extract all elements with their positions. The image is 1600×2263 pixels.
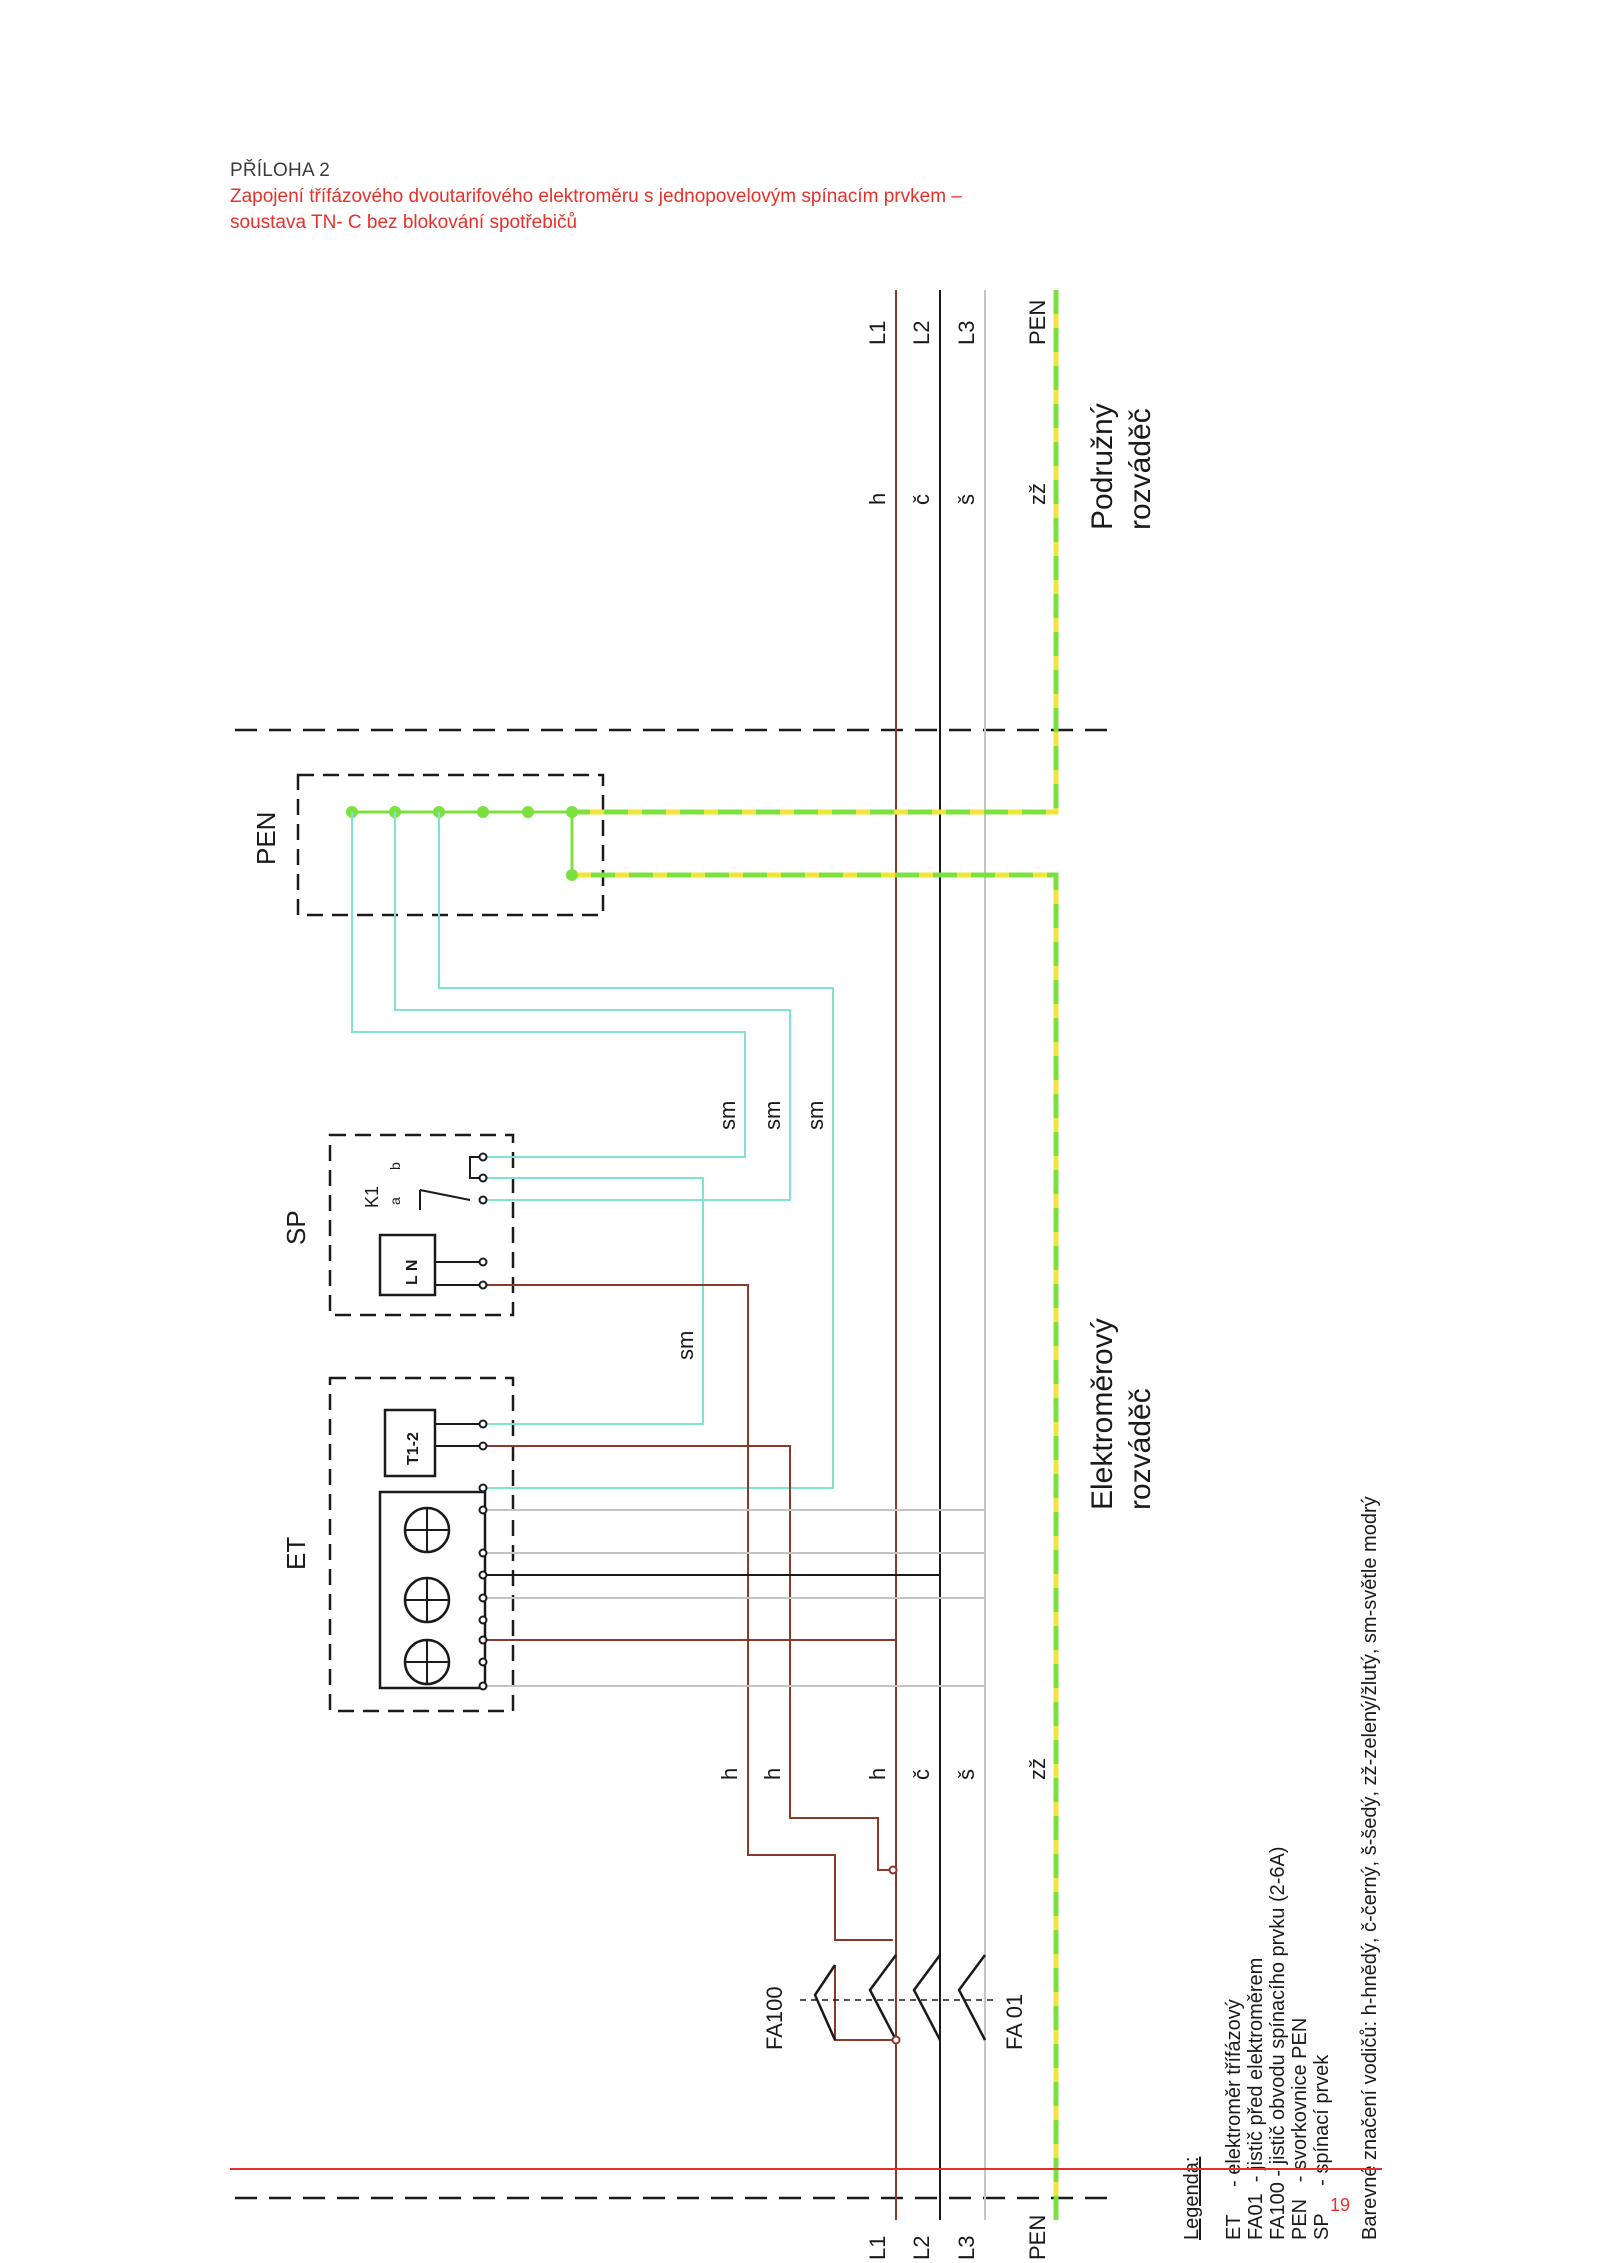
label-fa01: FA 01 — [1002, 1994, 1027, 2050]
legend-colors-note: Barevné značení vodičů: h-hnědý, č-černý… — [1359, 1496, 1381, 2240]
relay-contact — [469, 1156, 483, 1179]
pen-terminal-5 — [522, 806, 534, 818]
label-left-pen: PEN — [1025, 2215, 1050, 2260]
box-switching-element — [328, 1133, 515, 1317]
pen-terminal-7 — [566, 869, 578, 881]
wire-label-c-left: č — [909, 1769, 934, 1780]
wire-label-sm-4: sm — [673, 1331, 698, 1360]
footer-rule — [230, 2168, 1382, 2170]
page-number: 19 — [1330, 2195, 1351, 2215]
label-pen-box: PEN — [251, 812, 281, 865]
legend-item-2: FA01 - jistič před elektroměrem — [1245, 1958, 1267, 2240]
box-electricity-meter — [328, 1376, 515, 1713]
wire-label-zz-left: zž — [1025, 1758, 1050, 1780]
wire-label-h-right: h — [865, 493, 890, 505]
legend-title: Legenda: — [1181, 2157, 1203, 2240]
label-coil: L N — [404, 1260, 421, 1285]
rotated-labels: PEN SP ET K1 a b L N T1-2 FA100 FA 01 L1… — [251, 300, 1381, 2260]
wire-label-h-1: h — [717, 1768, 742, 1780]
appendix-label: PŘÍLOHA 2 — [230, 160, 331, 181]
meter-internals — [378, 1408, 488, 1691]
box-pen-terminal — [296, 773, 605, 917]
pen-terminal-block — [346, 806, 578, 881]
label-meter-switchboard-2: rozváděč — [1124, 1388, 1157, 1510]
grey-wires — [483, 1509, 985, 1687]
legend-item-4: PEN - svorkovnice PEN — [1289, 2018, 1311, 2240]
label-contact-a: a — [387, 1197, 403, 1205]
legend-item-3: FA100 - jistič obvodu spínacího prvku (2… — [1267, 1846, 1289, 2240]
wire-label-h-2: h — [760, 1768, 785, 1780]
label-right-l1: L1 — [865, 321, 890, 345]
label-tariff: T1-2 — [405, 1432, 422, 1465]
pen-line-upper — [572, 290, 1059, 815]
conductor-lines — [895, 290, 986, 2220]
label-sp-box: SP — [281, 1210, 311, 1245]
control-wires-sm — [351, 812, 834, 1489]
label-right-l2: L2 — [909, 321, 934, 345]
pen-terminal-6 — [566, 806, 578, 818]
label-left-l2: L2 — [909, 2236, 934, 2260]
pen-line-lower — [572, 872, 1059, 2220]
pen-terminal-4 — [477, 806, 489, 818]
label-meter-switchboard-1: Elektroměrový — [1086, 1318, 1119, 1510]
label-right-pen: PEN — [1025, 300, 1050, 345]
legend-item-5: SP - spínací prvek — [1311, 2054, 1333, 2240]
wire-label-s-right: š — [954, 494, 979, 505]
wire-label-sm-2: sm — [760, 1101, 785, 1130]
switching-element-internals — [378, 1152, 488, 1297]
pen-conductors — [572, 290, 1059, 2220]
label-fa100: FA100 — [762, 1986, 787, 2050]
breaker-node-1 — [888, 1865, 898, 1875]
label-left-l3: L3 — [954, 2236, 979, 2260]
wire-label-sm-1: sm — [715, 1101, 740, 1130]
tariff-switch — [383, 1408, 437, 1478]
measuring-systems-frame — [378, 1490, 487, 1690]
wire-label-zz-right: zž — [1025, 483, 1050, 505]
label-et-box: ET — [281, 1537, 311, 1570]
relay-coil — [378, 1233, 437, 1297]
diagram-title-line-1: Zapojení třífázového dvoutarifového elek… — [230, 186, 962, 207]
label-sub-switchboard-2: rozváděč — [1124, 408, 1157, 530]
brown-wires — [483, 1284, 896, 2041]
wire-label-c-right: č — [909, 494, 934, 505]
label-right-l3: L3 — [954, 321, 979, 345]
label-contact-b: b — [387, 1162, 403, 1170]
label-k1: K1 — [362, 1186, 382, 1208]
legend-item-1: ET - elektroměr třífázový — [1223, 1999, 1245, 2240]
breaker-node-2 — [891, 2035, 901, 2045]
wire-label-h-3: h — [865, 1768, 890, 1780]
label-sub-switchboard-1: Podružný — [1086, 403, 1119, 530]
label-left-l1: L1 — [865, 2236, 890, 2260]
wire-label-s-left: š — [954, 1769, 979, 1780]
diagram-title-line-2: soustava TN- C bez blokování spotřebičů — [230, 212, 578, 233]
wire-label-sm-3: sm — [803, 1101, 828, 1130]
breaker-symbols — [800, 1954, 995, 2041]
